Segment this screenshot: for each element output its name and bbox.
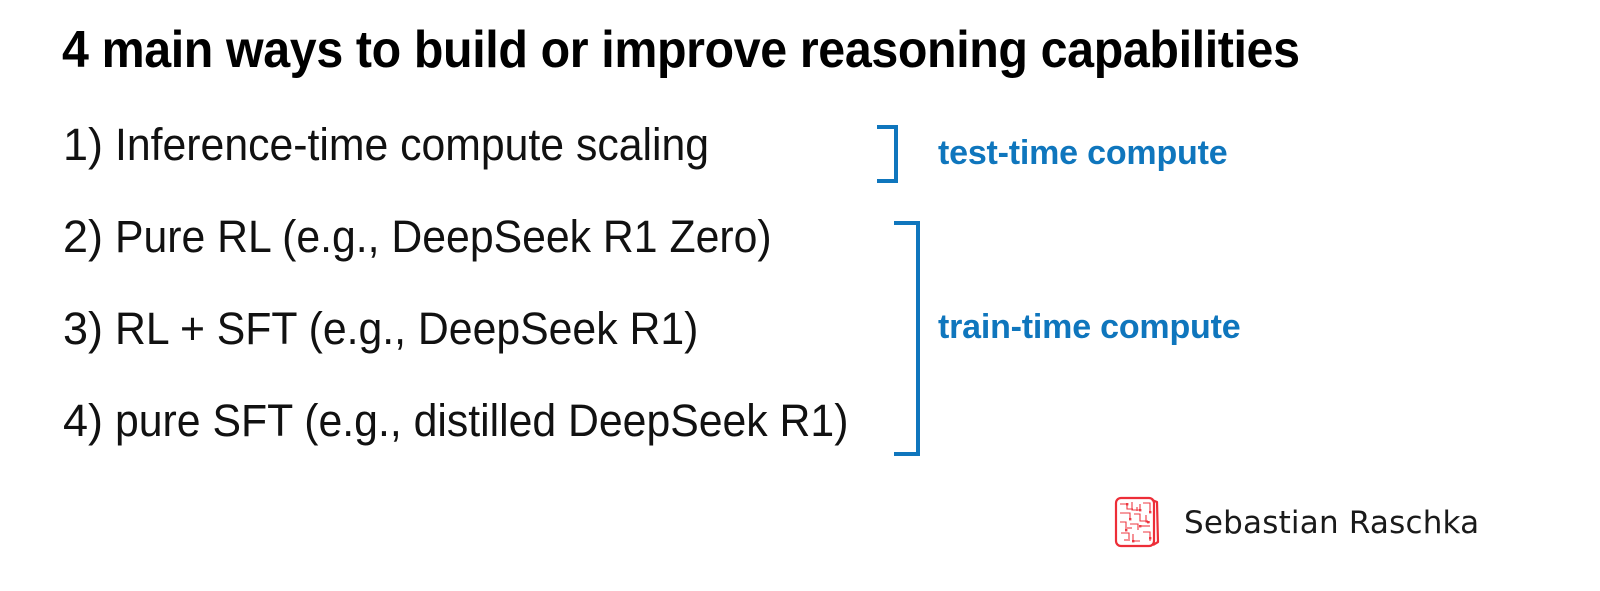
list-item-label: Inference-time compute scaling <box>115 119 710 170</box>
list-item-label: Pure RL (e.g., DeepSeek R1 Zero) <box>115 211 772 262</box>
list-item-marker: 3) <box>63 303 104 354</box>
list-item-marker: 1) <box>63 119 104 170</box>
right-bracket-icon-train-time <box>894 221 920 456</box>
list-item-label: pure SFT (e.g., distilled DeepSeek R1) <box>115 395 849 446</box>
annotation-test-time-compute: test-time compute <box>938 134 1228 172</box>
list-item: 1) Inference-time compute scaling <box>63 118 923 210</box>
list-item-label: RL + SFT (e.g., DeepSeek R1) <box>115 303 699 354</box>
circuit-book-logo-icon <box>1108 492 1170 554</box>
list-item: 2) Pure RL (e.g., DeepSeek R1 Zero) <box>63 210 923 302</box>
page-title: 4 main ways to build or improve reasonin… <box>62 21 1300 79</box>
footer-logo-block: Sebastian Raschka <box>1108 492 1479 554</box>
right-bracket-icon-test-time <box>877 125 898 183</box>
author-name: Sebastian Raschka <box>1184 505 1480 541</box>
list-item: 3) RL + SFT (e.g., DeepSeek R1) <box>63 302 923 394</box>
list-item: 4) pure SFT (e.g., distilled DeepSeek R1… <box>63 394 923 486</box>
annotation-train-time-compute: train-time compute <box>938 308 1241 346</box>
numbered-list: 1) Inference-time compute scaling 2) Pur… <box>63 118 923 486</box>
list-item-marker: 2) <box>63 211 104 262</box>
list-item-marker: 4) <box>63 395 104 446</box>
